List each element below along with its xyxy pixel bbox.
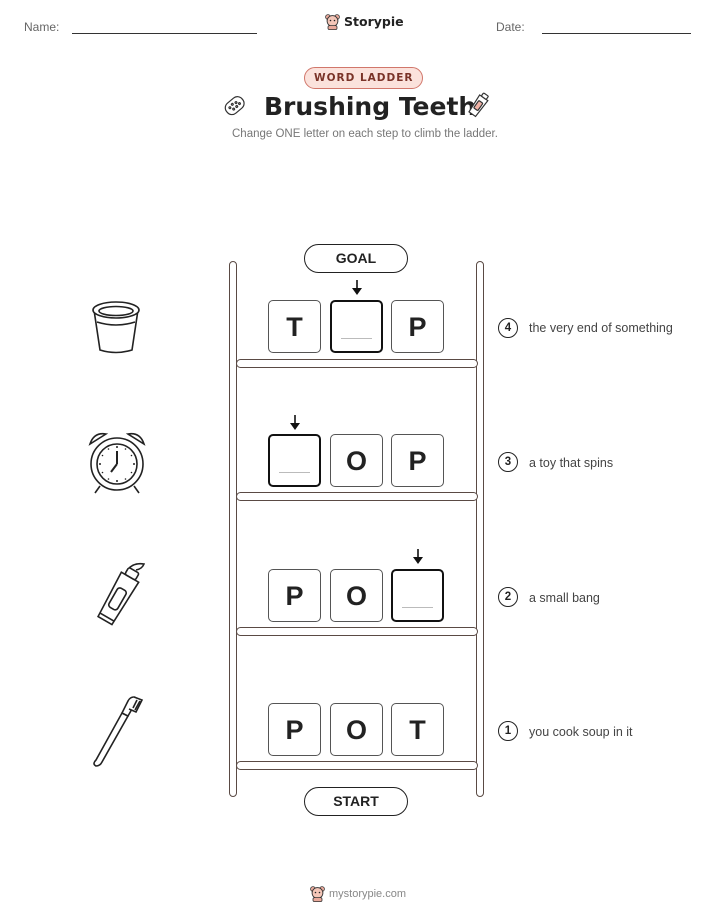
letter-tile: P [391,300,444,353]
step-number-badge: 2 [498,587,518,607]
clue-text: you cook soup in it [529,725,633,739]
step-number-badge: 4 [498,318,518,338]
brand-name: Storypie [344,14,404,29]
toothpaste-icon [97,562,146,626]
clue-text: a small bang [529,591,600,605]
letter-tile: P [268,569,321,622]
letter-tile: O [330,434,383,487]
letter-tile: O [330,703,383,756]
scrub-brush-icon [224,96,245,116]
letter-tile: P [391,434,444,487]
ladder-rung [236,359,478,368]
date-field[interactable] [542,33,691,34]
name-label: Name: [24,20,60,34]
ladder-rung [236,492,478,501]
brand-logo: Storypie [325,13,404,30]
instructions: Change ONE letter on each step to climb … [232,128,498,140]
toothpaste-small-icon [468,92,489,118]
alarm-clock-icon [88,432,146,494]
letter-tile: O [330,569,383,622]
bear-mascot-icon [310,886,325,902]
letter-tile: T [268,300,321,353]
goal-label: GOAL [304,244,408,273]
clue-text: the very end of something [529,321,673,335]
ladder-rung [236,761,478,770]
cup-icon [92,301,140,354]
worksheet-title: Brushing Teeth [264,92,477,121]
worksheet-type-badge: WORD LADDER [304,67,424,89]
step-number-badge: 1 [498,721,518,741]
clue-text: a toy that spins [529,456,614,470]
ladder-rung [236,627,478,636]
name-field[interactable] [72,33,257,34]
toothbrush-icon [93,696,144,767]
change-arrow-icon [290,415,300,430]
change-arrow-icon [352,280,362,295]
ladder-rail-right [476,261,484,797]
start-label: START [304,787,408,816]
bear-mascot-icon [325,14,340,30]
letter-tile: P [268,703,321,756]
blank-letter-tile[interactable] [268,434,321,487]
footer: mystorypie.com [310,885,406,902]
step-number-badge: 3 [498,452,518,472]
letter-tile: T [391,703,444,756]
date-label: Date: [496,20,525,34]
blank-letter-tile[interactable] [330,300,383,353]
blank-letter-tile[interactable] [391,569,444,622]
change-arrow-icon [413,549,423,564]
ladder-rail-left [229,261,237,797]
footer-site: mystorypie.com [329,887,407,900]
